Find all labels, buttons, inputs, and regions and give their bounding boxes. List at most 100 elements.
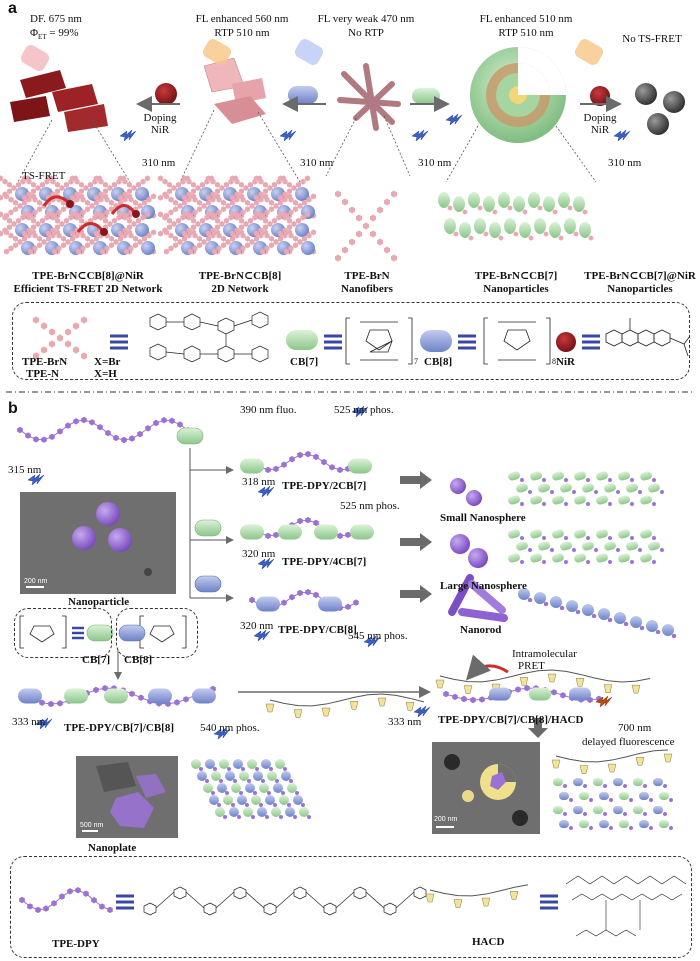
hexagon-unit: [73, 418, 79, 425]
capsule-unit: [240, 524, 264, 540]
hexagon-unit: [162, 178, 168, 185]
nir-dot: [155, 83, 177, 105]
cd-cone: [509, 891, 519, 900]
label-nanoplate: Nanoplate: [88, 842, 137, 854]
hexagon-unit: [229, 194, 236, 201]
capsule-unit: [630, 616, 642, 628]
hexagon-unit: [161, 417, 167, 424]
hexagon-unit: [32, 245, 38, 252]
capsule-unit: [646, 620, 658, 632]
legend-box-cb8: [116, 608, 198, 658]
hexagon-unit: [196, 242, 203, 249]
hexagon-unit: [229, 235, 236, 242]
nanorod-stack: [518, 588, 677, 639]
hexagon-unit: [281, 790, 285, 796]
hexagon-unit: [83, 185, 89, 191]
hexagon-unit: [138, 694, 144, 701]
capsule-unit: [640, 471, 652, 481]
hexagon-unit: [169, 417, 175, 424]
sphere-unit: [135, 223, 149, 237]
hexagon-unit: [80, 352, 88, 360]
hexagon-unit: [391, 190, 397, 198]
hexagon-unit: [265, 532, 271, 540]
capsule-unit: [534, 218, 546, 234]
label-intramolecular: Intramolecular: [512, 648, 577, 660]
hexagon-unit: [240, 232, 246, 239]
hexagon-unit: [607, 617, 613, 623]
hexagon-unit: [550, 547, 554, 553]
hexagon-unit: [105, 429, 111, 437]
hexagon-unit: [288, 196, 294, 203]
capsule-unit: [653, 778, 663, 786]
hexagon-unit: [93, 199, 100, 206]
hexagon-unit: [12, 199, 19, 206]
legend-hacd-chain: [425, 884, 529, 908]
hexagon-unit: [205, 175, 212, 182]
hexagon-unit: [140, 178, 146, 185]
ring-unit: [143, 902, 157, 916]
hexagon-unit: [126, 224, 133, 231]
hexagon-unit: [32, 316, 40, 324]
equals-signs-b: [116, 894, 558, 910]
hexagon-unit: [63, 217, 70, 224]
capsule-unit: [350, 524, 374, 540]
label-dpy-hacd: TPE-DPY/CB[7]/CB[8]/HACD: [438, 714, 584, 726]
hexagon-unit: [48, 340, 56, 348]
label-310-3: 310 nm: [418, 157, 452, 169]
hexagon-unit: [301, 199, 308, 206]
hexagon-unit: [543, 231, 549, 237]
hexagon-unit: [32, 196, 38, 203]
capsule-unit: [596, 529, 608, 539]
hexagon-unit: [660, 547, 664, 553]
hexagon-unit: [187, 229, 194, 236]
hexagon-unit: [15, 181, 22, 188]
hexagon-unit: [17, 203, 23, 209]
hexagon-unit: [196, 235, 203, 242]
label-525-phos: 525 nm phos.: [334, 404, 394, 416]
hexagon-unit: [69, 211, 76, 218]
scale-label-500: 500 nm: [80, 822, 104, 829]
cd-cone: [425, 893, 435, 903]
hexagon-unit: [515, 686, 521, 693]
hexagon-unit: [220, 242, 227, 249]
hexagon-unit: [638, 547, 642, 553]
capsule-unit: [104, 688, 128, 704]
hexagon-unit: [286, 181, 293, 188]
hexagon-unit: [190, 224, 197, 231]
assembly-swarm-small: [508, 471, 664, 507]
hexagon-unit: [205, 230, 212, 237]
hexagon-unit: [39, 217, 46, 224]
label-dpy-4cb7: TPE-DPY/4CB[7]: [282, 556, 367, 568]
scale-label-200: 200 nm: [24, 578, 48, 585]
hexagon-unit: [177, 203, 183, 209]
hexagon-unit: [268, 206, 275, 213]
cd-cone: [663, 753, 673, 763]
hexagon-unit: [237, 814, 241, 820]
hexagon-unit: [102, 181, 109, 188]
hexagon-unit: [268, 199, 275, 206]
caption-5-line1: TPE-BrN⊂CB[7]@NiR: [584, 270, 696, 282]
hexagon-unit: [132, 242, 139, 249]
hexagon-unit: [199, 217, 206, 224]
hexagon-unit: [12, 206, 19, 213]
hexagon-unit: [39, 181, 46, 188]
hexagon-unit: [111, 217, 118, 224]
hexagon-unit: [107, 906, 113, 914]
hexagon-unit: [589, 825, 593, 831]
legend-tpe-dpy: TPE-DPY: [52, 938, 100, 950]
hexagon-unit: [214, 217, 221, 224]
hexagon-unit: [291, 221, 297, 227]
hexagon-unit: [273, 802, 277, 808]
capsule-unit: [229, 807, 239, 817]
hexagon-unit: [196, 206, 203, 213]
hexagon-unit: [564, 559, 568, 565]
label-small-ns: Small Nanosphere: [440, 512, 526, 524]
hexagon-unit: [238, 188, 245, 195]
hexagon-unit: [520, 501, 524, 507]
hexagon-unit: [575, 609, 581, 615]
hexagon-unit: [21, 175, 28, 182]
legend-cb8: CB[8]: [424, 356, 453, 368]
ring-unit: [233, 886, 247, 900]
label-no-ts-fret: No TS-FRET: [622, 33, 682, 45]
hexagon-unit: [586, 559, 590, 565]
